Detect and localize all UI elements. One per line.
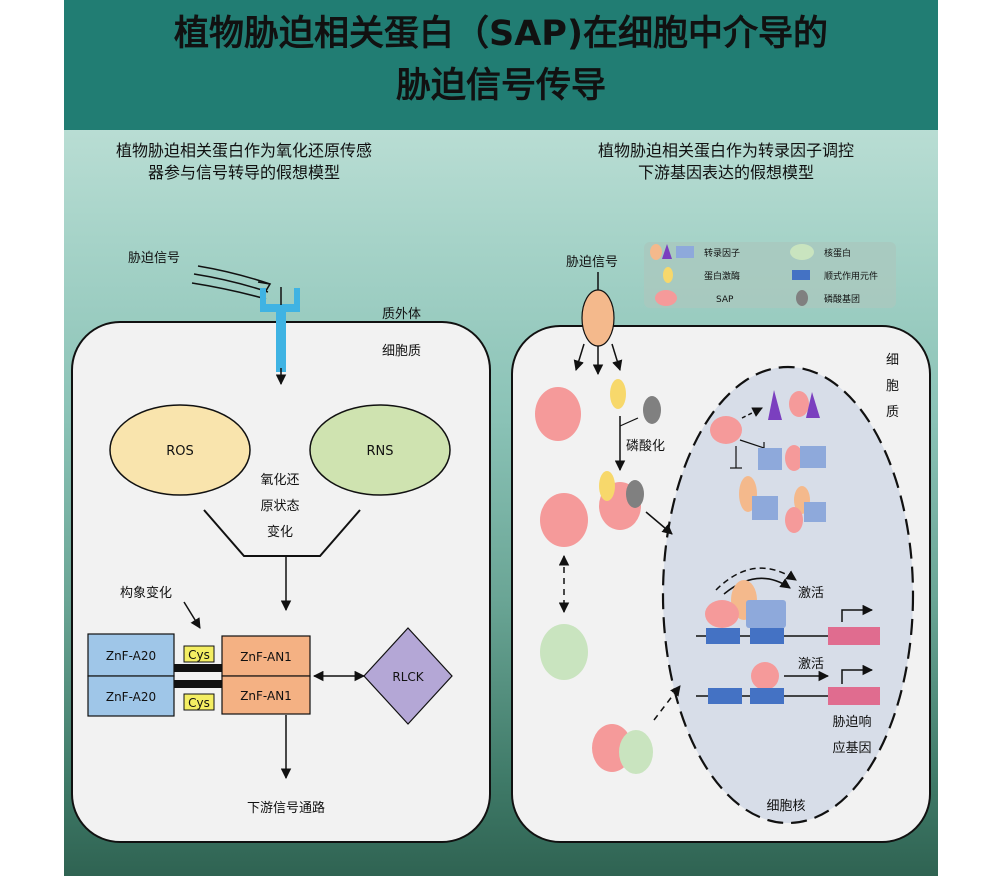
cys-label-bottom: Cys: [188, 696, 210, 710]
linker-bar-top: [174, 664, 222, 672]
stress-gene-line-1: 胁迫响: [832, 714, 871, 730]
sap-icon: [785, 445, 803, 471]
nucleoprotein-icon: [619, 730, 653, 774]
activation-label-1: 激活: [798, 586, 824, 601]
tf-box-icon: [752, 496, 778, 520]
cis-element-icon: [750, 628, 784, 644]
membrane-receptor-icon: [260, 288, 300, 372]
legend-tf-label: 转录因子: [704, 247, 740, 259]
redox-funnel: [203, 509, 361, 557]
sap-icon: [710, 416, 742, 444]
left-subtitle-line-2: 器参与信号转导的假想模型: [147, 163, 340, 182]
tf-box-icon: [746, 600, 786, 628]
ros-label: ROS: [166, 444, 194, 459]
znf-a20-label-top: ZnF-A20: [106, 649, 156, 663]
title-line-2: 胁迫信号传导: [395, 66, 606, 106]
znf-an1-box-bottom: [221, 675, 311, 715]
nucleus: [661, 365, 915, 825]
znf-an1-label-bottom: ZnF-AN1: [240, 689, 292, 703]
tf-box-icon: [804, 502, 826, 522]
legend-nucleoprotein-label: 核蛋白: [824, 247, 851, 259]
phosphate-icon: [626, 480, 644, 508]
downstream-pathway-label: 下游信号通路: [247, 800, 325, 816]
page-title: 植物胁迫相关蛋白（SAP)在细胞中介导的 胁迫信号传导: [64, 8, 938, 112]
sap-icon: [705, 600, 739, 628]
right-stress-signal-label: 胁迫信号: [566, 255, 618, 270]
tf-box-icon: [758, 448, 782, 470]
kinase-icon: [599, 471, 615, 501]
redox-line-1: 氧化还: [260, 473, 299, 488]
rlck-label: RLCK: [392, 670, 424, 684]
legend: 转录因子 核蛋白 蛋白激酶 顺式作用元件 SAP 磷酸基团: [644, 242, 896, 308]
tf-box-icon: [800, 446, 826, 468]
left-panel: 胁迫信号 质外体 细胞质 ROS RNS 氧化还: [71, 251, 491, 843]
cytoplasm-char-3: 质: [886, 405, 899, 420]
redox-line-3: 变化: [267, 524, 293, 540]
stress-gene-line-2: 应基因: [832, 740, 871, 756]
sap-icon: [540, 493, 588, 547]
left-cell: [71, 321, 491, 843]
ros-ellipse: [109, 404, 251, 496]
znf-a20-label-bottom: ZnF-A20: [106, 690, 156, 704]
stress-gene-icon: [828, 627, 880, 645]
conformation-change-label: 构象变化: [120, 585, 172, 601]
left-stress-signal-label: 胁迫信号: [128, 251, 180, 266]
redox-line-2: 原状态: [260, 499, 299, 514]
membrane-receptor-oval: [581, 289, 615, 347]
cytoplasm-char-2: 胞: [886, 379, 899, 394]
nucleoprotein-icon: [540, 624, 588, 680]
sap-icon: [535, 387, 581, 441]
legend-sap-label: SAP: [716, 295, 734, 305]
znf-an1-label-top: ZnF-AN1: [240, 650, 292, 664]
diagram-canvas: 胁迫信号 质外体 细胞质 ROS RNS 氧化还: [71, 242, 931, 843]
legend-box: [644, 242, 896, 308]
cytoplasm-char-1: 细: [886, 353, 899, 368]
cis-element-icon: [708, 688, 742, 704]
right-subtitle-line-2: 下游基因表达的假想模型: [637, 163, 814, 182]
tf-triangle-icon: [768, 390, 782, 420]
legend-kinase-label: 蛋白激酶: [704, 270, 740, 282]
cis-element-icon: [706, 628, 740, 644]
sap-icon: [789, 391, 809, 417]
right-panel: 转录因子 核蛋白 蛋白激酶 顺式作用元件 SAP 磷酸基团 胁迫信号 细 胞 质: [511, 242, 931, 843]
rlck-diamond: [363, 627, 453, 725]
left-subtitle-line-1: 植物胁迫相关蛋白作为氧化还原传感: [115, 141, 372, 160]
poster: 植物胁迫相关蛋白（SAP)在细胞中介导的 胁迫信号传导 植物胁迫相关蛋白作为氧化…: [64, 0, 938, 876]
cys-box-top: [183, 645, 215, 663]
stress-gene-icon: [828, 687, 880, 705]
left-panel-subtitle: 植物胁迫相关蛋白作为氧化还原传感 器参与信号转导的假想模型: [74, 140, 414, 184]
kinase-icon: [610, 379, 626, 409]
rns-label: RNS: [366, 444, 393, 459]
linker-bar-bottom: [174, 680, 222, 688]
nucleus-label: 细胞核: [766, 799, 805, 814]
phosphorylation-label: 磷酸化: [626, 439, 665, 454]
right-panel-subtitle: 植物胁迫相关蛋白作为转录因子调控 下游基因表达的假想模型: [556, 140, 896, 184]
phosphate-icon: [643, 396, 661, 424]
header-banner: [64, 0, 938, 130]
cytoplasm-label: 细胞质: [382, 344, 421, 359]
znf-a20-box-bottom: [87, 675, 175, 717]
rns-ellipse: [309, 404, 451, 496]
znf-a20-box-top: [87, 633, 175, 677]
legend-phosphate-label: 磷酸基团: [824, 293, 860, 305]
title-line-1: 植物胁迫相关蛋白（SAP)在细胞中介导的: [174, 14, 828, 54]
cys-box-bottom: [183, 693, 215, 711]
sap-icon: [751, 662, 779, 690]
sap-icon: [785, 507, 803, 533]
tf-triangle-icon: [806, 392, 820, 418]
cys-label-top: Cys: [188, 648, 210, 662]
legend-cis-label: 顺式作用元件: [824, 270, 878, 282]
cis-element-icon: [750, 688, 784, 704]
apoplast-label: 质外体: [382, 307, 421, 322]
right-subtitle-line-1: 植物胁迫相关蛋白作为转录因子调控: [597, 141, 854, 160]
activation-label-2: 激活: [798, 657, 824, 672]
stress-signal-waves: [191, 265, 272, 300]
